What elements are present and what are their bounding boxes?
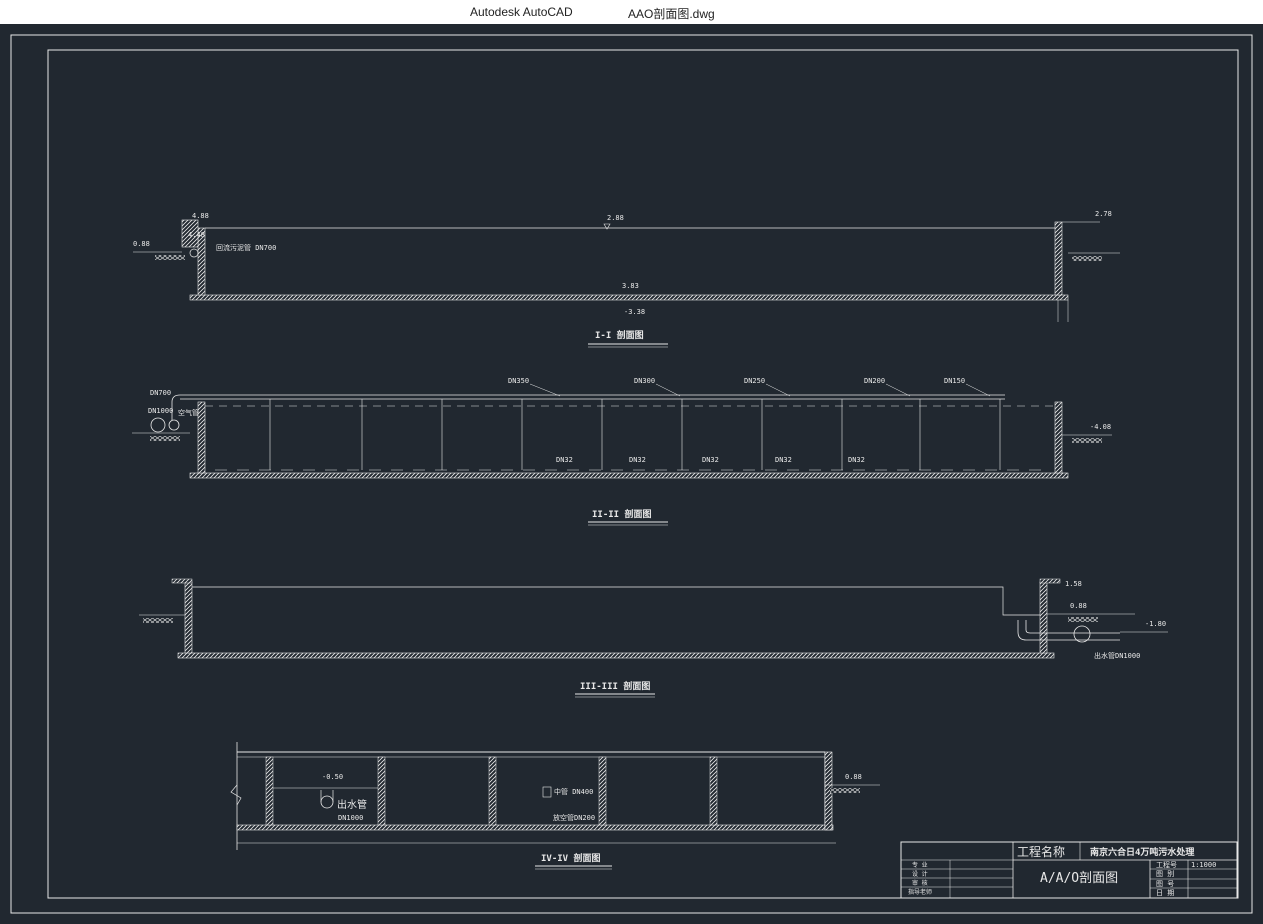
section-title: I-I 剖面图 xyxy=(595,329,644,341)
elev-label: 2.78 xyxy=(1095,210,1112,218)
tank1-right-wall xyxy=(1054,221,1063,296)
section-title: III-III 剖面图 xyxy=(580,680,650,692)
tank2-floor xyxy=(189,472,1069,479)
date-label: 日 期 xyxy=(1156,889,1174,897)
tank1-floor xyxy=(189,294,1069,301)
tank2-right-wall xyxy=(1054,401,1063,474)
tank3-left-wall xyxy=(184,581,193,654)
app-title: Autodesk AutoCAD xyxy=(470,5,573,19)
project-label: 工程名称 xyxy=(1017,844,1065,859)
elev-label: 4.48 xyxy=(188,231,205,239)
section-title: II-II 剖面图 xyxy=(592,508,652,520)
pipe-label: DN300 xyxy=(634,377,655,385)
pipe-label: DN700 xyxy=(150,389,171,397)
pipe-label: DN32 xyxy=(702,456,719,464)
outlet-label: 出水管 xyxy=(337,798,367,811)
pipe-label: DN350 xyxy=(508,377,529,385)
elev-label: 0.88 xyxy=(845,773,862,781)
section-2[interactable]: DN700 DN1000 空气管 DN350 DN300 DN250 DN200… xyxy=(132,377,1112,526)
pipe-icon xyxy=(189,248,199,258)
elev-label: 0.88 xyxy=(1070,602,1087,610)
pipe-label: DN1000 xyxy=(148,407,173,415)
elev-label: 4.88 xyxy=(192,212,209,220)
ground-hatch xyxy=(155,255,185,260)
pipe-icon xyxy=(1073,625,1091,643)
elev-label: -3.38 xyxy=(624,308,645,316)
pipe-label: DN250 xyxy=(744,377,765,385)
drawing-name: A/A/O剖面图 xyxy=(1040,871,1118,886)
tank1-channel xyxy=(181,219,199,248)
pipe-label: 中管 DN400 xyxy=(554,787,593,796)
elev-marker-icon xyxy=(603,223,611,230)
project-no-label: 工程号 xyxy=(1156,860,1177,869)
pipe-label: 出水管DN1000 xyxy=(1094,651,1140,660)
riser-pipe xyxy=(171,394,181,420)
pipe-label: DN32 xyxy=(848,456,865,464)
elev-label: 0.88 xyxy=(133,240,150,248)
elev-label: 2.88 xyxy=(607,214,624,222)
drawing-type-label: 图 别 xyxy=(1156,869,1174,878)
elev-label: 3.83 xyxy=(622,282,639,290)
pipe-label: DN150 xyxy=(944,377,965,385)
pipe-label: 回流污泥管 DN700 xyxy=(216,243,276,252)
document-title: AAO剖面图.dwg xyxy=(628,7,715,21)
drawing-number-label: 图 号 xyxy=(1156,880,1174,888)
elev-label: -1.80 xyxy=(1145,620,1166,628)
inner-frame xyxy=(47,49,1239,899)
role-label: 审 核 xyxy=(912,879,928,887)
pipe-icon xyxy=(168,419,180,431)
outer-frame xyxy=(10,34,1253,914)
pipe-icon xyxy=(542,786,552,798)
role-label: 设 计 xyxy=(912,870,928,878)
pipe-label: 空气管 xyxy=(178,408,199,417)
section-3[interactable]: 1.58 0.88 -1.80 出水管DN1000 III-III 剖面图 xyxy=(139,578,1168,698)
window-title-bar: Autodesk AutoCAD AAO剖面图.dwg xyxy=(0,0,1263,24)
pipe-icon xyxy=(320,795,334,809)
pipe-label: DN32 xyxy=(556,456,573,464)
scale-value: 1:1000 xyxy=(1191,861,1216,869)
section-title: IV-IV 剖面图 xyxy=(541,852,601,864)
pipe-label: DN1000 xyxy=(338,814,363,822)
tank3-right-wall xyxy=(1039,581,1048,654)
title-block[interactable]: 工程名称 南京六合日4万吨污水处理 A/A/O剖面图 工程号 1:1000 图 … xyxy=(900,841,1238,899)
pipe-label: DN32 xyxy=(775,456,792,464)
elev-label: -4.08 xyxy=(1090,423,1111,431)
tank3-floor xyxy=(177,652,1055,659)
elev-label: -0.50 xyxy=(322,773,343,781)
tank2-left-wall xyxy=(197,401,206,474)
cad-drawing: 0.88 4.88 4.48 回流污泥管 DN700 2.88 2.78 3.8… xyxy=(10,34,1253,914)
role-label: 指导老师 xyxy=(908,888,932,896)
pipe-icon xyxy=(150,417,166,433)
role-label: 专 业 xyxy=(912,861,928,869)
break-icon xyxy=(230,784,242,806)
pipe-label: 放空管DN200 xyxy=(553,813,595,822)
section-4[interactable]: -0.50 出水管 DN1000 中管 DN400 放空管DN200 0.88 … xyxy=(230,742,880,870)
pipe-label: DN200 xyxy=(864,377,885,385)
elev-label: 1.58 xyxy=(1065,580,1082,588)
ground-hatch xyxy=(1072,256,1102,261)
project-name: 南京六合日4万吨污水处理 xyxy=(1090,846,1194,858)
tank1-left-wall xyxy=(197,227,206,296)
tank4-floor xyxy=(236,824,834,831)
outlet-pipe xyxy=(1017,620,1120,641)
outlet-pipe xyxy=(1025,620,1120,634)
drawing-canvas[interactable]: 0.88 4.88 4.48 回流污泥管 DN700 2.88 2.78 3.8… xyxy=(0,24,1263,920)
pipe-label: DN32 xyxy=(629,456,646,464)
section-1[interactable]: 0.88 4.88 4.48 回流污泥管 DN700 2.88 2.78 3.8… xyxy=(133,210,1120,348)
weir xyxy=(1000,586,1040,616)
